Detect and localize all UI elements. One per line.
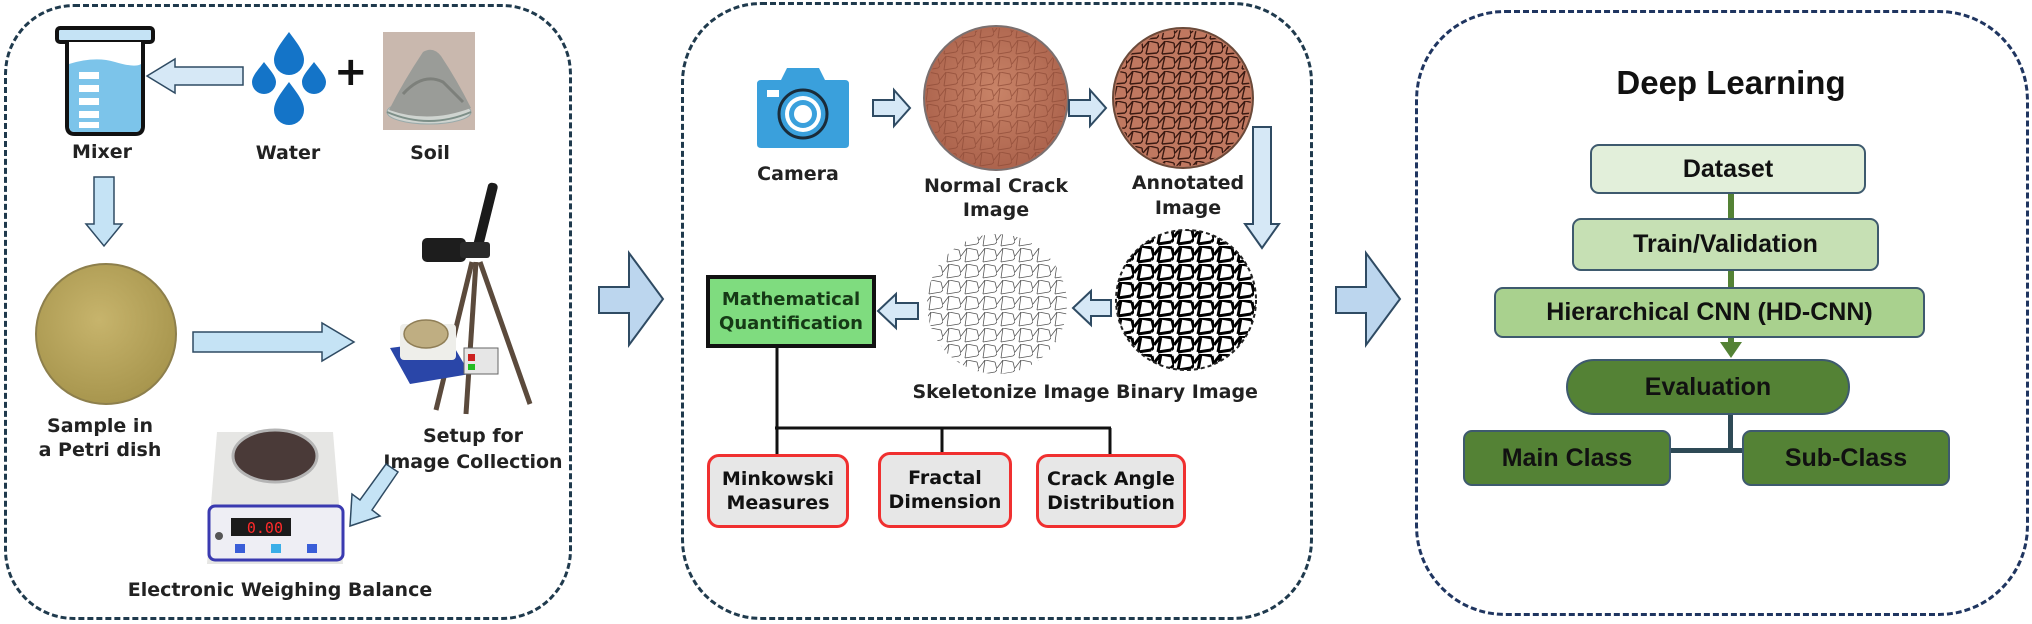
hd-cnn-model-box: Hierarchical CNN (HD-CNN) [1494,287,1925,338]
measure-line1: Fractal [908,467,982,489]
soil-photo [383,32,475,130]
soil-label: Soil [410,142,450,164]
binary-crack-image [1115,229,1257,371]
camera-icon [757,68,849,148]
normal-crack-image [923,25,1069,171]
deep-learning-connectors [1668,192,1752,453]
quantification-line2: Quantification [719,312,863,334]
weighing-balance-photo: 0.00 [207,428,345,564]
arrow-down-icon [1243,126,1281,250]
fractal-dimension-box: Fractal Dimension [878,452,1012,528]
mixer-label: Mixer [72,141,132,163]
sample-label-line2: a Petri dish [38,439,162,461]
plus-sign: + [334,49,368,95]
arrow-down-icon [84,176,124,248]
annotated-label-line2: Image [1154,197,1222,219]
image-processing-panel [681,2,1313,620]
camera-label: Camera [757,163,839,185]
water-drops-icon [252,32,326,125]
quantification-connector [775,346,1112,456]
annotated-label-line1: Annotated [1131,172,1245,194]
sample-preparation-panel [4,4,572,620]
measure-line1: Crack Angle [1047,468,1175,490]
measure-line2: Distribution [1047,492,1175,514]
deep-learning-title: Deep Learning [1616,64,1846,101]
measure-line2: Dimension [888,491,1002,513]
evaluation-box: Evaluation [1566,359,1850,415]
beaker-icon [55,26,155,136]
skeleton-crack-image [927,234,1067,374]
arrow-left-small-icon [876,291,919,331]
sub-class-box: Sub-Class [1742,430,1950,486]
arrow-right-small-icon [872,87,912,129]
quantification-line1: Mathematical [721,288,861,310]
setup-label-line2: Image Collection [383,451,563,473]
main-class-box: Main Class [1463,430,1671,486]
binary-label: Binary Image [1116,381,1258,403]
water-label: Water [255,142,321,164]
arrow-left-small-icon [1071,288,1112,328]
petri-dish-photo [35,263,177,405]
dataset-box: Dataset [1590,144,1866,194]
arrow-left-icon [145,57,244,95]
skeleton-label: Skeletonize Image [912,381,1110,403]
deep-learning-panel [1415,10,2029,616]
tripod-photo [390,182,533,415]
measure-line1: Minkowski [721,468,835,490]
train-validation-box: Train/Validation [1572,218,1879,271]
arrow-right-icon [192,321,356,363]
balance-display: 0.00 [247,519,283,537]
mathematical-quantification-box: Mathematical Quantification [706,275,876,348]
annotated-crack-image [1112,27,1254,169]
panel-arrow-1-icon [598,249,665,349]
arrow-right-small-icon [1068,87,1108,129]
setup-label-line1: Setup for [422,425,524,447]
normal-crack-label-line2: Image [962,199,1030,221]
normal-crack-label-line1: Normal Crack [923,175,1069,197]
arrow-diagonal-icon [349,462,400,528]
crack-angle-distribution-box: Crack Angle Distribution [1036,454,1186,528]
measure-line2: Measures [726,492,830,514]
balance-label: Electronic Weighing Balance [127,579,433,601]
minkowski-measures-box: Minkowski Measures [707,454,849,528]
sample-label-line1: Sample in [47,415,153,437]
panel-arrow-2-icon [1335,249,1402,349]
